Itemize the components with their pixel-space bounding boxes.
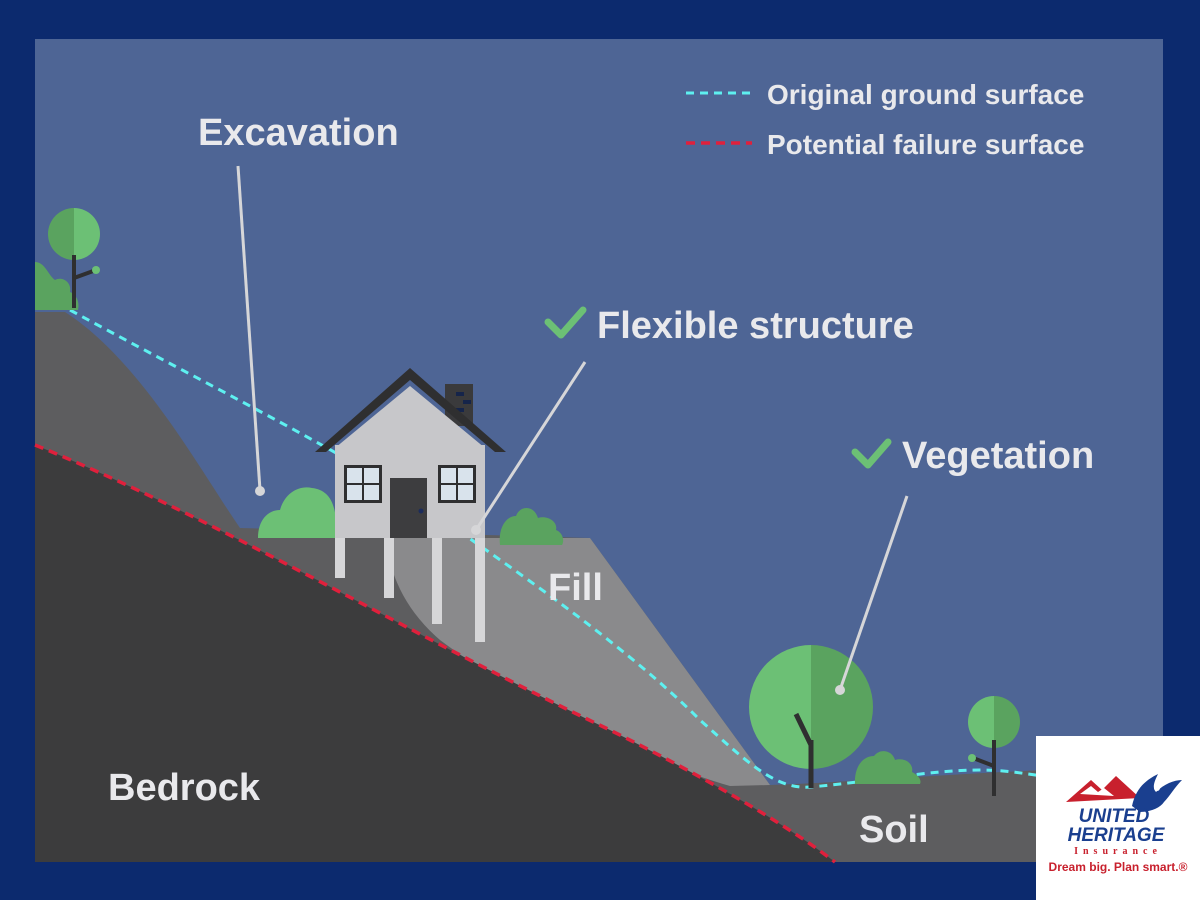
bedrock-layer — [35, 445, 835, 862]
check-icon — [544, 306, 587, 339]
shrub-left-icon — [35, 262, 79, 310]
tree-small-icon — [968, 696, 1020, 796]
excavation-label: Excavation — [198, 112, 399, 154]
house-icon — [315, 368, 506, 642]
check-icon — [851, 438, 892, 469]
shrub-fill-icon — [499, 507, 564, 545]
flexible-structure-label: Flexible structure — [597, 305, 914, 347]
logo-line-1: UNITED — [1078, 806, 1150, 827]
tree-large-icon — [749, 645, 873, 788]
eagle-mountain-icon — [1066, 774, 1182, 812]
shrub-excavation-icon — [258, 487, 337, 538]
excavation-pointer — [236, 165, 265, 496]
shrub-soil-icon — [854, 751, 921, 784]
logo-line-2: HERITAGE — [1067, 825, 1165, 846]
legend-original-label: Original ground surface — [767, 79, 1084, 110]
fill-label: Fill — [548, 567, 603, 609]
original-ground-line — [69, 308, 1046, 789]
bedrock-label: Bedrock — [108, 767, 261, 809]
vegetation-pointer — [835, 495, 909, 695]
legend-failure-label: Potential failure surface — [767, 129, 1084, 160]
united-heritage-logo: UNITED HERITAGE Insurance Dream big. Pla… — [1036, 736, 1200, 900]
failure-surface-line — [34, 443, 837, 864]
tree-hilltop-icon — [48, 208, 100, 308]
logo-line-3: Insurance — [1074, 846, 1162, 857]
soil-label: Soil — [859, 809, 929, 851]
logo-tagline: Dream big. Plan smart.® — [1048, 860, 1188, 874]
vegetation-label: Vegetation — [902, 435, 1094, 477]
flexible-structure-pointer — [471, 361, 587, 535]
